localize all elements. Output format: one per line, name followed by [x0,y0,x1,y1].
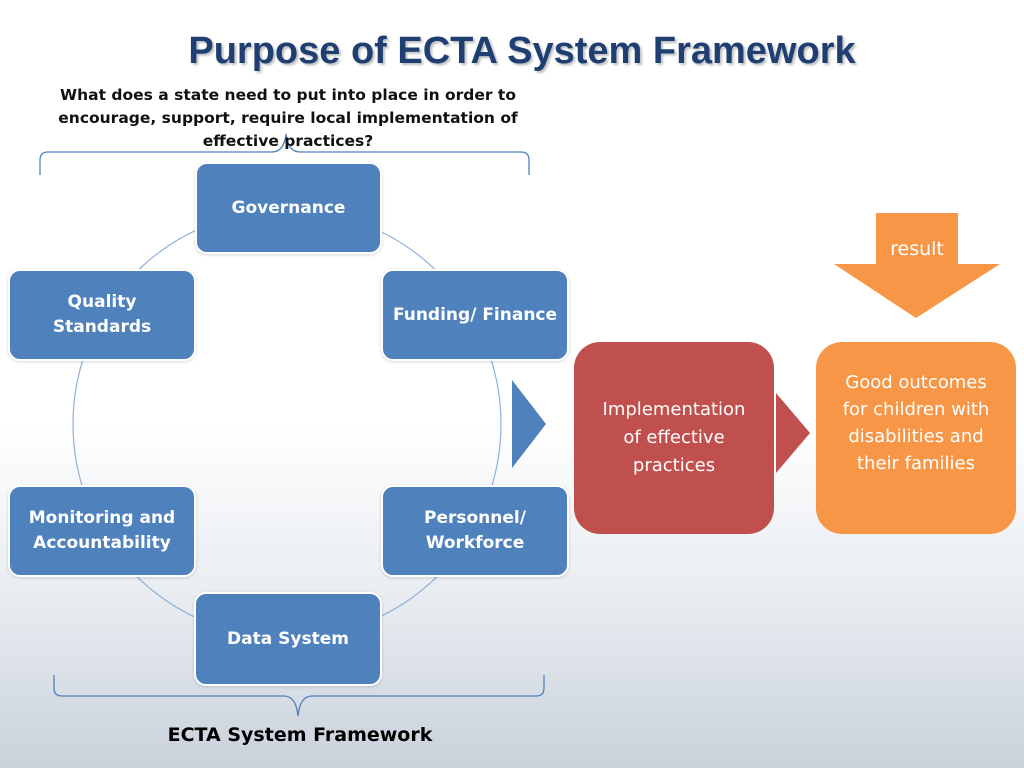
page-title: Purpose of ECTA System Framework [188,30,856,72]
result-label: result [890,238,944,260]
implementation-to-outcome-arrow [776,393,810,473]
personnel-workforce-node: Personnel/ Workforce [381,485,569,577]
outcomes-node: Good outcomes for children with disabili… [816,342,1016,534]
data-system-node: Data System [194,592,382,686]
bottom-brace [53,675,545,717]
monitoring-accountability-node: Monitoring and Accountability [8,485,196,577]
funding-finance-node: Funding/ Finance [381,269,569,361]
result-arrow [834,213,1000,318]
guiding-question: What does a state need to put into place… [58,86,518,150]
implementation-node: Implementation of effective practices [574,342,774,534]
framework-caption: ECTA System Framework [167,724,433,746]
cycle-to-implementation-arrow [512,380,546,468]
quality-standards-node: Quality Standards [8,269,196,361]
top-brace [39,133,530,175]
governance-node: Governance [195,162,382,254]
